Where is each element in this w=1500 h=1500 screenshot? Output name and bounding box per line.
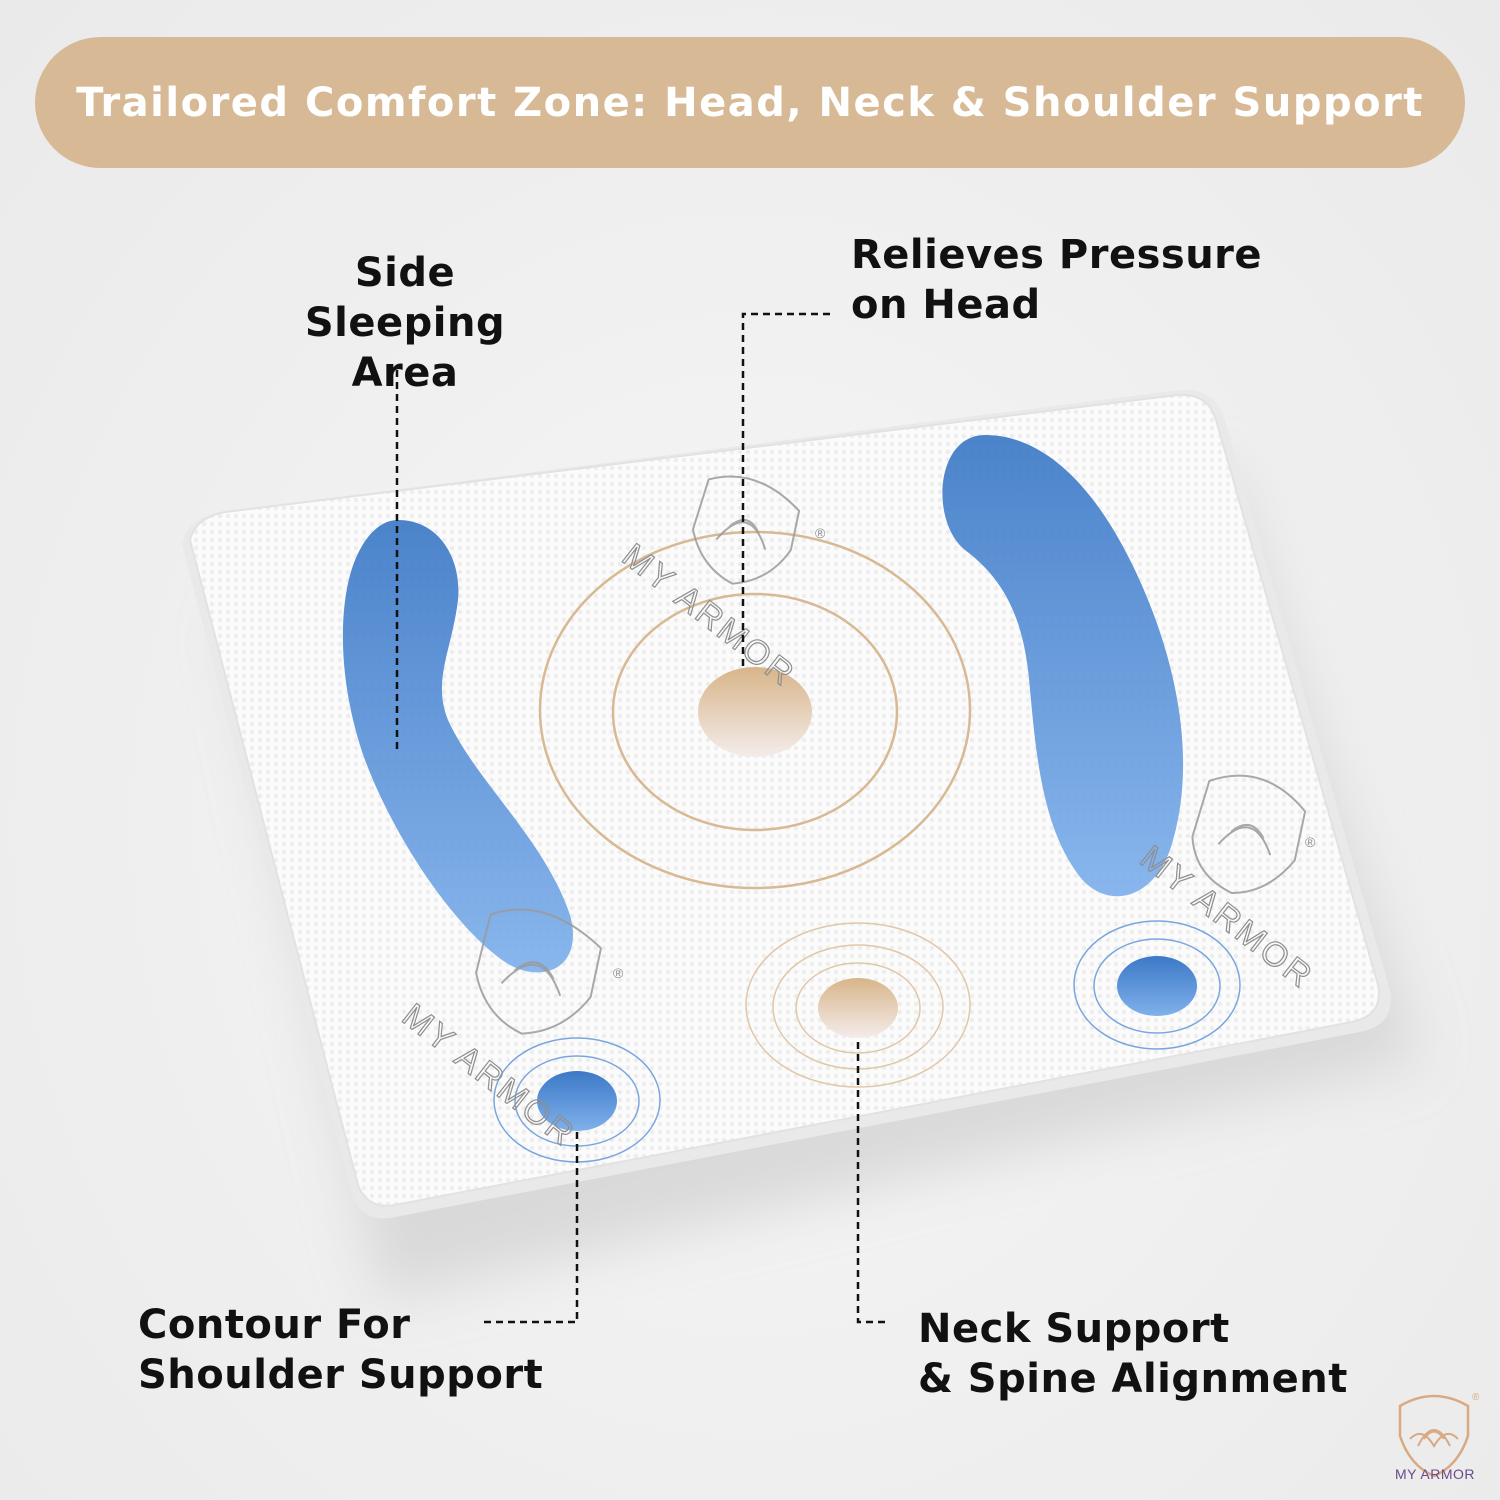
leader-shoulder-contour <box>483 1132 579 1324</box>
logo-registered-mark: ® <box>1472 1392 1480 1403</box>
label-side-sleeping-area: Side Sleeping Area <box>255 248 555 398</box>
label-relieves-pressure: Relieves Pressure on Head <box>851 230 1262 330</box>
label-neck-support: Neck Support & Spine Alignment <box>918 1304 1348 1404</box>
title-banner: Trailored Comfort Zone: Head, Neck & Sho… <box>35 37 1465 168</box>
watermark-logo-top <box>691 475 801 585</box>
leader-neck-support <box>856 1042 890 1324</box>
watermark-registered-top: ® <box>815 525 826 541</box>
label-shoulder-contour-line2: Shoulder Support <box>138 1352 544 1398</box>
label-shoulder-contour-line1: Contour For <box>138 1302 411 1348</box>
head-pressure-zone <box>538 530 972 890</box>
leader-relieves-pressure <box>741 312 830 668</box>
label-side-sleeping-line1: Side Sleeping <box>304 250 506 346</box>
watermark-logo-left <box>475 908 603 1035</box>
brand-logo-text: MY ARMOR <box>1395 1466 1475 1482</box>
label-neck-support-line2: & Spine Alignment <box>918 1356 1348 1402</box>
label-side-sleeping-line2: Area <box>351 350 459 396</box>
neck-support-zone <box>745 922 971 1088</box>
label-shoulder-contour: Contour For Shoulder Support <box>138 1300 543 1400</box>
label-relieves-pressure-line2: on Head <box>851 282 1041 328</box>
label-neck-support-line1: Neck Support <box>918 1306 1230 1352</box>
banner-title: Trailored Comfort Zone: Head, Neck & Sho… <box>76 79 1424 126</box>
right-side-sleeping-zone <box>942 435 1184 897</box>
watermark-registered-right: ® <box>1305 834 1316 850</box>
watermark-logo-right <box>1191 774 1307 894</box>
label-relieves-pressure-line1: Relieves Pressure <box>851 232 1263 278</box>
right-shoulder-contour-zone <box>1073 920 1241 1050</box>
watermark-registered-left: ® <box>613 965 624 981</box>
left-side-sleeping-zone <box>342 520 573 973</box>
brand-logo-icon: ® <box>1398 1392 1480 1478</box>
